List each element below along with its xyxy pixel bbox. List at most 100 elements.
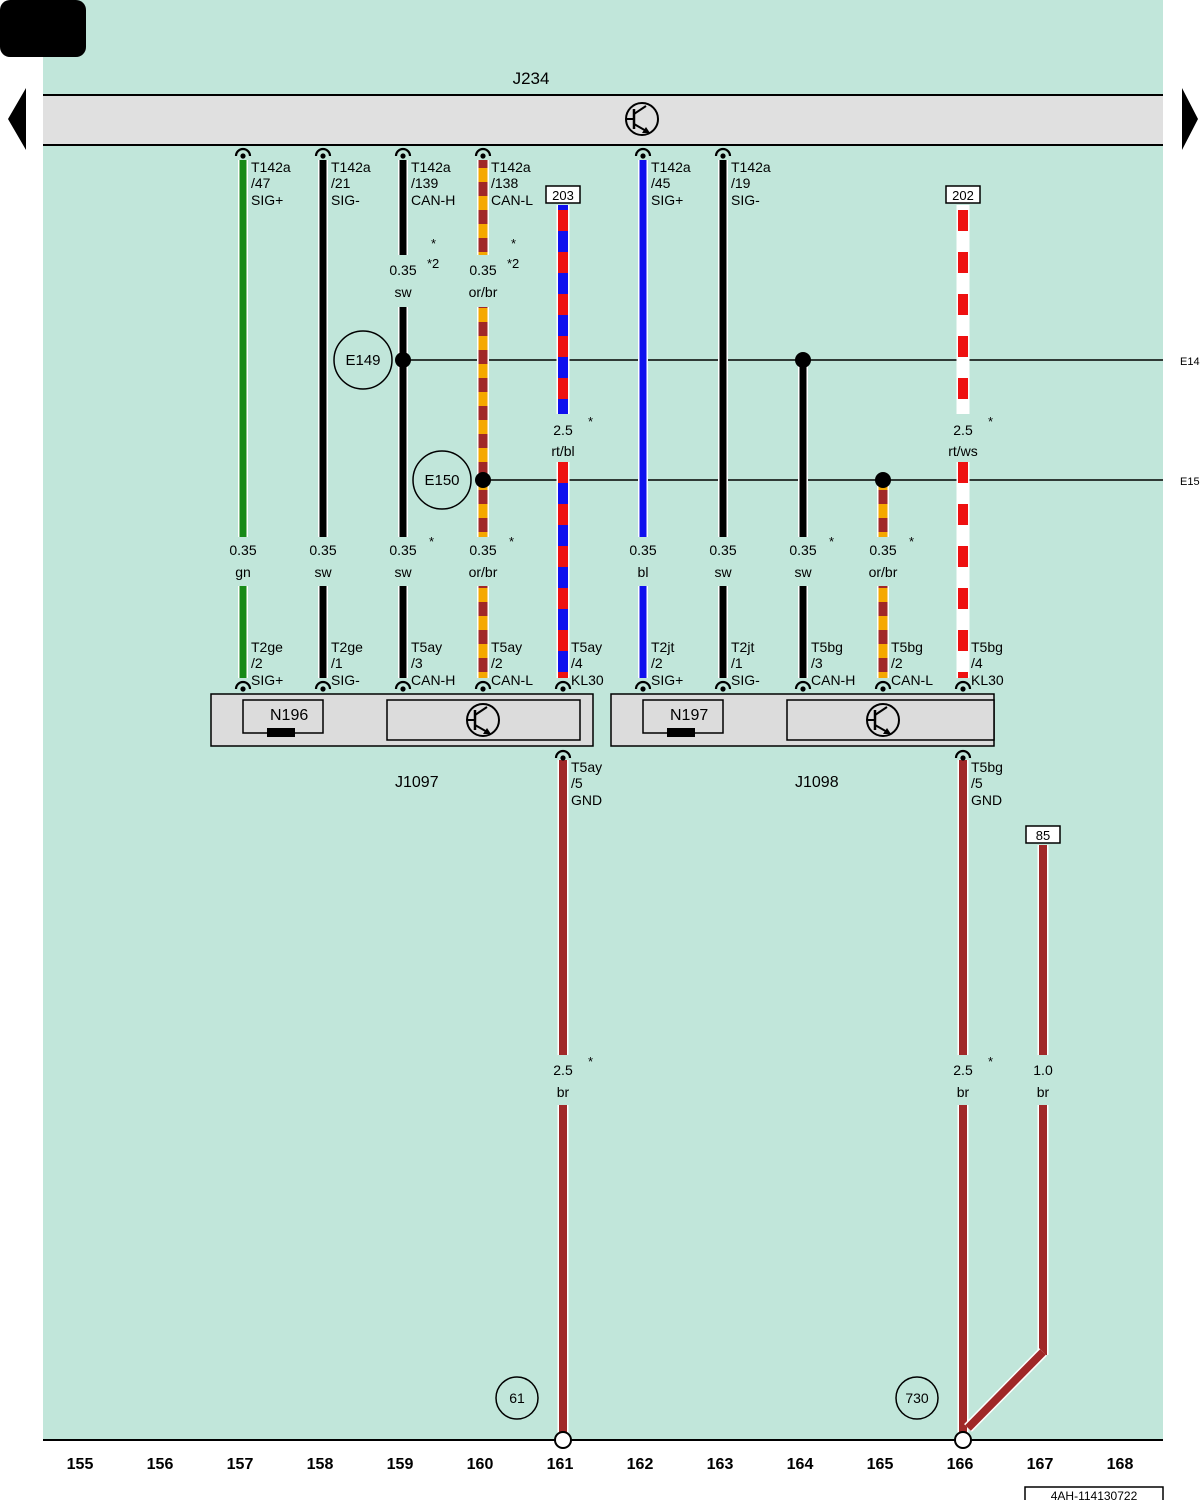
pin-connector-icon xyxy=(874,680,892,690)
lower-pin-number: /2 xyxy=(651,655,663,671)
wires-layer xyxy=(238,160,1049,1436)
ref-label-203: 203 xyxy=(552,188,574,203)
lower-pin-connector: T5ay xyxy=(571,639,602,655)
upper-pin-signal: SIG- xyxy=(331,192,360,208)
ref-box-85 xyxy=(1025,825,1061,844)
track-number: 157 xyxy=(227,1456,254,1473)
wire-color-label: sw xyxy=(794,564,812,580)
next-page-arrow-icon[interactable] xyxy=(1182,88,1198,150)
footnote-asterisk: * xyxy=(588,414,593,429)
wire-segment xyxy=(965,1349,1046,1431)
gnd-pin-connector: T5bg xyxy=(971,759,1003,775)
ground-ref-circle-61 xyxy=(495,1376,539,1420)
pin-dot xyxy=(640,153,646,159)
footnote-asterisk: * xyxy=(509,534,514,549)
footnote-asterisk: * xyxy=(511,236,516,251)
wire-segment xyxy=(478,160,488,255)
bus-edge-label-e149: E14 xyxy=(1180,356,1200,368)
bus-label-circle-e150 xyxy=(412,450,472,510)
wire-segment xyxy=(959,1105,967,1436)
wire-size-label: 0.35 xyxy=(869,542,896,558)
wire-segment xyxy=(399,586,407,678)
ground-ref-circle-730 xyxy=(895,1376,939,1420)
lower-pin-connector: T5bg xyxy=(811,639,843,655)
junction-dot xyxy=(795,352,811,368)
wire-segment xyxy=(719,160,727,537)
wire-size-label: 0.35 xyxy=(229,542,256,558)
wire-size-label: 0.35 xyxy=(709,542,736,558)
junction-dot xyxy=(875,472,891,488)
wire-segment xyxy=(559,1105,567,1436)
lower-pin-connector: T2ge xyxy=(331,639,363,655)
lower-pin-signal: CAN-H xyxy=(411,672,455,688)
lower-pin-connector: T5bg xyxy=(971,639,1003,655)
lower-pin-signal: CAN-L xyxy=(891,672,933,688)
pin-dot xyxy=(560,686,566,692)
wire-size-label: 2.5 xyxy=(953,422,973,438)
wire-segment xyxy=(399,307,407,537)
pin-connector-icon xyxy=(234,147,252,157)
track-number: 166 xyxy=(947,1456,974,1473)
wire-segment xyxy=(558,462,568,678)
pin-dot xyxy=(960,686,966,692)
pin-dot xyxy=(240,153,246,159)
wire-color-label: rt/bl xyxy=(551,443,574,459)
track-number: 160 xyxy=(467,1456,494,1473)
track-number: 164 xyxy=(787,1456,814,1473)
wire-size-label: 0.35 xyxy=(789,542,816,558)
track-number: 162 xyxy=(627,1456,654,1473)
upper-pin-number: /21 xyxy=(331,175,351,191)
wire-segment xyxy=(239,586,247,678)
gnd-pin-signal: GND xyxy=(971,792,1002,808)
bus-edge-label-e150: E15 xyxy=(1180,476,1200,488)
wire-size-label: 0.35 xyxy=(389,542,416,558)
resistor-icon xyxy=(267,728,295,737)
lower-pin-number: /1 xyxy=(331,655,343,671)
wire-segment xyxy=(558,205,568,414)
lower-pin-signal: SIG+ xyxy=(251,672,283,688)
pin-dot xyxy=(320,686,326,692)
wire-segment xyxy=(958,205,968,414)
bus-label-circle-e149 xyxy=(333,330,393,390)
wire-color-label: sw xyxy=(714,564,732,580)
lower-pin-connector: T2jt xyxy=(731,639,754,655)
wire-color-label: bl xyxy=(638,564,649,580)
lower-pin-connector: T5bg xyxy=(891,639,923,655)
track-number: 168 xyxy=(1107,1456,1134,1473)
pin-dot xyxy=(880,686,886,692)
upper-pin-connector: T142a xyxy=(251,159,291,175)
lower-pin-signal: KL30 xyxy=(571,672,604,688)
upper-pin-connector: T142a xyxy=(651,159,691,175)
lower-pin-number: /4 xyxy=(571,655,583,671)
resistor-icon xyxy=(667,728,695,737)
pin-connector-icon xyxy=(554,749,572,759)
track-number: 158 xyxy=(307,1456,334,1473)
pin-dot xyxy=(480,686,486,692)
sensor-box-n197 xyxy=(642,699,724,734)
track-number: 159 xyxy=(387,1456,414,1473)
pin-dot xyxy=(400,686,406,692)
footnote-asterisk: * xyxy=(431,236,436,251)
pin-dot xyxy=(640,686,646,692)
pin-connector-icon xyxy=(394,680,412,690)
page-tag xyxy=(0,0,86,57)
upper-pin-connector: T142a xyxy=(491,159,531,175)
pin-dot xyxy=(320,153,326,159)
wire-color-label: sw xyxy=(394,564,412,580)
pin-connector-icon xyxy=(474,147,492,157)
wire-size-label: 2.5 xyxy=(953,1062,973,1078)
pin-dot xyxy=(560,755,566,761)
track-number: 155 xyxy=(67,1456,94,1473)
pin-dot xyxy=(960,755,966,761)
junction-dot xyxy=(475,472,491,488)
wire-color-label: or/br xyxy=(869,564,898,580)
upper-pin-connector: T142a xyxy=(411,159,451,175)
wire-segment xyxy=(239,160,247,537)
wire-segment xyxy=(799,586,807,678)
wire-color-label: or/br xyxy=(469,564,498,580)
lower-pin-connector: T5ay xyxy=(491,639,522,655)
prev-page-arrow-icon[interactable] xyxy=(8,88,26,150)
wire-size-label: 2.5 xyxy=(553,1062,573,1078)
wire-size-label: 0.35 xyxy=(469,262,496,278)
wire-segment xyxy=(639,586,647,678)
